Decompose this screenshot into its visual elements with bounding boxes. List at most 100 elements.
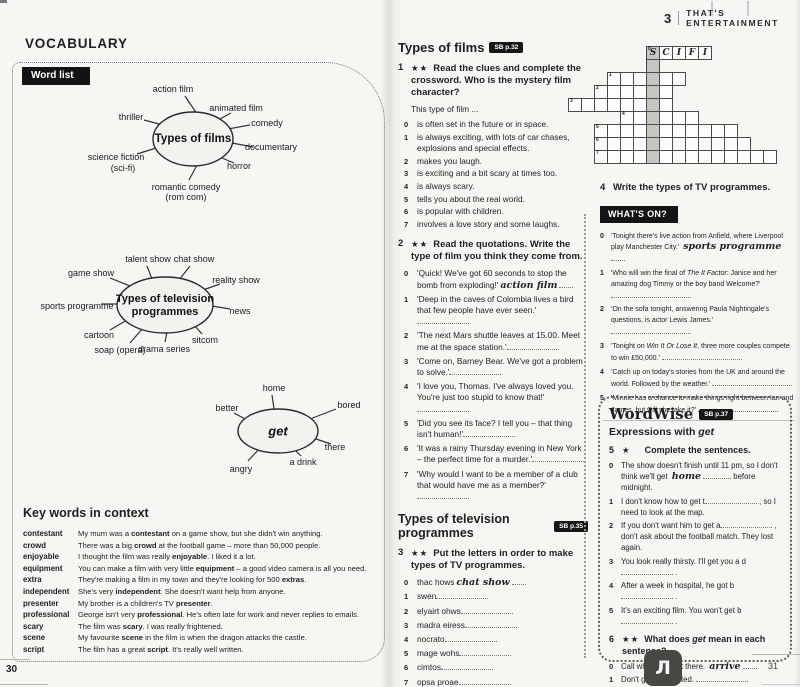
sentence-pre: The show doesn't finish until 11 pm, so … xyxy=(621,461,778,481)
crossword-cell xyxy=(698,150,712,164)
anagram-item: 3 madra eiress xyxy=(404,620,588,631)
map-label-romantic-comedy: romantic comedy xyxy=(151,182,221,192)
keyword-definition: She's very independent. She doesn't want… xyxy=(78,587,377,597)
keyword-row: contestant My mum was a contestant on a … xyxy=(23,529,377,539)
map-center-tv-line1: Types of television xyxy=(115,293,215,305)
instr-get-italic: get xyxy=(692,633,706,644)
crossword-row: 5 xyxy=(594,124,738,138)
item-number: 7 xyxy=(404,469,409,479)
answer-blank xyxy=(511,577,526,586)
listing-pre: 'Catch up on today's stories from the UK… xyxy=(611,368,785,388)
item-number: 5 xyxy=(600,394,604,402)
sentence-pre: You look really thirsty. I'll get you a … xyxy=(621,556,747,566)
gap-fill-item: 2 If you don't want him to get a , don't… xyxy=(609,520,783,553)
quotation-text: 'Quick! We've got 60 seconds to stop the… xyxy=(417,268,588,291)
clue-text: involves a love story and some laughs. xyxy=(417,219,560,230)
word-list-box: Word list Types of fi xyxy=(12,62,385,662)
listing-pre: 'Tonight on xyxy=(611,343,647,351)
exercise-number: 5 xyxy=(609,445,615,455)
wordwise-subtitle: Expressions with get xyxy=(609,426,783,438)
keyword-def-pre: There was a big xyxy=(78,540,135,550)
crossword-cell xyxy=(737,150,751,164)
item-number: 7 xyxy=(404,677,409,687)
keyword-def-pre: The film was xyxy=(78,621,123,631)
keyword-row: professional George isn't very professio… xyxy=(23,610,377,620)
key-words-list: contestant My mum was a contestant on a … xyxy=(23,529,377,655)
answer-blank xyxy=(704,496,757,504)
exercise-3-header: 3 ★★Put the letters in order to make typ… xyxy=(398,547,588,572)
mind-map-lines xyxy=(101,95,337,462)
crossword-cell xyxy=(620,98,634,112)
clue-number: 6 xyxy=(404,207,409,217)
crossword-row xyxy=(646,59,660,73)
instr-pre: What does xyxy=(644,633,693,644)
keyword-def-post: . It's really well written. xyxy=(167,644,244,654)
sentence-post: . xyxy=(673,592,678,601)
crossword-cell xyxy=(659,111,673,125)
item-number: 2 xyxy=(404,331,409,341)
print-registration-mark xyxy=(747,1,749,16)
crossword-cell xyxy=(620,137,634,151)
gap-fill-item: 3 You look really thirsty. I'll get you … xyxy=(609,556,783,578)
crossword-cell xyxy=(711,124,725,138)
show-title-italic: Win It Or Lose It xyxy=(646,343,698,351)
keyword-def-pre: George isn't very xyxy=(78,610,138,620)
crossword-row: 7 xyxy=(594,150,777,164)
listing-post: : Janice and her amazing dog Timmy or th… xyxy=(611,269,777,288)
sentence-pre: I don't know how to get t xyxy=(621,496,705,506)
types-of-tv-heading: Types of television programmes SB p.35 xyxy=(398,512,588,540)
crossword-cell xyxy=(646,124,660,138)
bookstore-watermark-logo: Л xyxy=(644,650,682,686)
crossword-cell xyxy=(646,137,660,151)
handwritten-answer: action film xyxy=(500,279,558,291)
anagram-text: elyairt ohws xyxy=(417,606,588,617)
item-number: 1 xyxy=(404,592,409,602)
page-corner-rule xyxy=(752,654,800,655)
item-number: 4 xyxy=(609,581,614,590)
crossword-clue-number: 6 xyxy=(596,137,599,143)
keyword-def-bold: scary xyxy=(122,621,143,631)
clue-text: is exciting and a bit scary at times too… xyxy=(417,168,558,179)
quote: 'Deep in the caves of Colombia lives a b… xyxy=(417,293,574,315)
wordwise-title: WordWise xyxy=(609,405,694,423)
exercise-instruction: ★Complete the sentences. xyxy=(622,444,751,456)
exercise-2-instruction-text: Read the quotations. Write the type of f… xyxy=(411,239,583,263)
crossword-row: 3 xyxy=(568,98,673,112)
meaning-item: 0 Call when you get there. arrive xyxy=(609,661,783,672)
sentence-post: . xyxy=(673,616,678,626)
crossword-handwritten-letter: I xyxy=(702,48,708,58)
keyword-row: scene My favourite scene in the film is … xyxy=(23,633,377,643)
difficulty-stars: ★★ xyxy=(411,548,429,559)
keyword-row: scary The film was scary. I was really f… xyxy=(23,622,377,632)
crossword-clue: 7 involves a love story and some laughs. xyxy=(404,219,588,230)
quotation-text: 'Why would I want to be a member of a cl… xyxy=(417,469,588,503)
section-divider-rule xyxy=(603,419,794,421)
crossword-cell xyxy=(581,98,595,112)
exercise-number: 3 xyxy=(398,547,404,559)
tv-listing-text: 'Who will win the final of The It Factor… xyxy=(611,269,794,302)
answer-blank xyxy=(697,404,778,412)
gap-fill-text: You look really thirsty. I'll get you a … xyxy=(621,556,783,578)
keyword-term: equipment xyxy=(23,563,63,573)
scrambled-letters: nocrato xyxy=(417,634,445,644)
tv-listing-item: 5 'Minnie has a chance to make things ri… xyxy=(600,394,794,416)
anagram-item: 5 mage wohs xyxy=(404,648,588,659)
tv-listing-text: 'Tonight there's live action from Anfiel… xyxy=(611,232,794,265)
answer-blank xyxy=(449,367,502,375)
answer-blank xyxy=(720,520,773,528)
crossword-clue-number: 3 xyxy=(570,98,573,104)
keyword-row: equipment You can make a film with very … xyxy=(23,564,377,574)
crossword-cell xyxy=(607,98,621,112)
clue-number: 2 xyxy=(404,156,409,166)
item-number: 2 xyxy=(609,521,614,530)
item-number: 6 xyxy=(404,663,409,673)
keyword-definition: My favourite scene in the film is when t… xyxy=(78,633,377,643)
quote: 'Quick! We've got 60 seconds to stop the… xyxy=(417,268,567,290)
map-label-animated-film: animated film xyxy=(209,103,263,113)
crossword-cell xyxy=(737,137,751,151)
item-number: 6 xyxy=(404,444,409,454)
exercise-4-instruction-text: Write the types of TV programmes. xyxy=(613,182,771,193)
exercise-2-items: 0 'Quick! We've got 60 seconds to stop t… xyxy=(398,268,588,502)
clue-number: 7 xyxy=(404,220,409,230)
